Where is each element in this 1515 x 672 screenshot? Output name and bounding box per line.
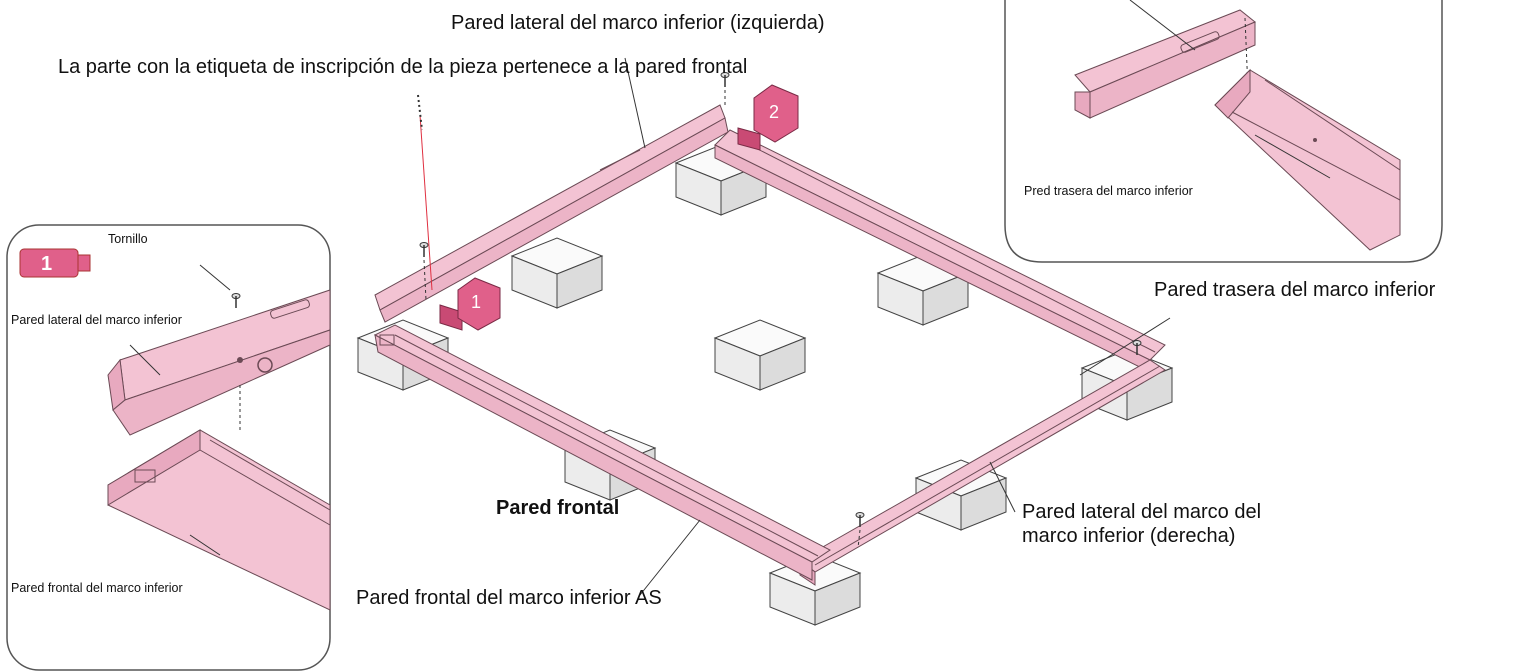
label-front-wall-as: Pared frontal del marco inferior AS — [356, 587, 662, 609]
inset-left-side-wall-label: Pared lateral del marco inferior — [11, 313, 182, 327]
inset-right-panel — [1004, 0, 1443, 263]
label-front-wall-bold: Pared frontal — [496, 497, 620, 519]
screw-icons — [419, 71, 1142, 549]
marker-1-number: 1 — [471, 292, 482, 312]
marker-2-number: 2 — [769, 102, 780, 122]
marker-1-icon — [439, 277, 501, 331]
label-right-side-wall: Pared lateral del marco del marco inferi… — [1022, 501, 1262, 547]
marker-2-icon — [737, 84, 799, 151]
frame-rails — [373, 104, 1166, 586]
label-rear-wall: Pared trasera del marco inferior — [1154, 279, 1436, 301]
screw-marker-icon — [19, 248, 91, 278]
label-left-side-wall: Pared lateral del marco inferior (izquie… — [451, 12, 825, 34]
inset-left-panel — [6, 224, 331, 671]
label-inscription-note: La parte con la etiqueta de inscripción … — [58, 56, 748, 78]
inset-left-front-wall-label: Pared frontal del marco inferior — [11, 581, 183, 595]
inset-marker-number: 1 — [41, 253, 53, 275]
inset-right-rear-wall-label: Pred trasera del marco inferior — [1024, 184, 1193, 198]
leader-lines — [417, 57, 1171, 596]
inset-left-screw-label: Tornillo — [108, 232, 148, 246]
